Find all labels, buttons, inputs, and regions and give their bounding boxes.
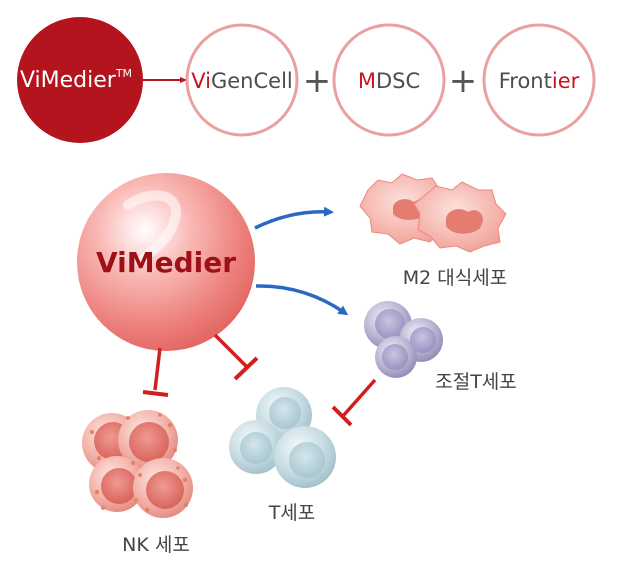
tcell-label: T세포 bbox=[268, 502, 316, 524]
vimedier-main-node bbox=[17, 17, 143, 143]
plus-sign: + bbox=[303, 61, 332, 101]
m2-macrophage-icon bbox=[359, 173, 507, 253]
node-frontier-label: Frontier bbox=[499, 69, 580, 93]
m2-label: M2 대식세포 bbox=[403, 267, 507, 289]
inhibit-from-treg bbox=[331, 378, 377, 427]
treg-cell-icon bbox=[364, 301, 443, 378]
top-row: ViMedierTM ViGenCell + MDSC + Frontier bbox=[17, 17, 596, 143]
vimedier-sphere: ViMedier bbox=[77, 173, 255, 351]
sphere-label: ViMedier bbox=[96, 246, 236, 279]
node-mdsc bbox=[332, 23, 446, 137]
main-node-label: ViMedierTM bbox=[20, 67, 132, 93]
nk-cell-icon bbox=[82, 410, 193, 518]
node-mdsc-label: MDSC bbox=[358, 69, 420, 93]
t-cell-icon bbox=[229, 387, 336, 488]
arrow-to-m2 bbox=[254, 206, 334, 230]
inhibit-nk bbox=[142, 347, 169, 397]
nk-label: NK 세포 bbox=[122, 534, 190, 556]
arrow-to-treg bbox=[255, 284, 349, 316]
inhibit-tcell bbox=[213, 333, 259, 381]
node-frontier bbox=[482, 23, 596, 137]
node-vigencell bbox=[185, 23, 299, 137]
node-vigencell-label: ViGenCell bbox=[191, 69, 293, 93]
treg-label: 조절T세포 bbox=[435, 371, 517, 393]
plus-sign: + bbox=[449, 61, 478, 101]
